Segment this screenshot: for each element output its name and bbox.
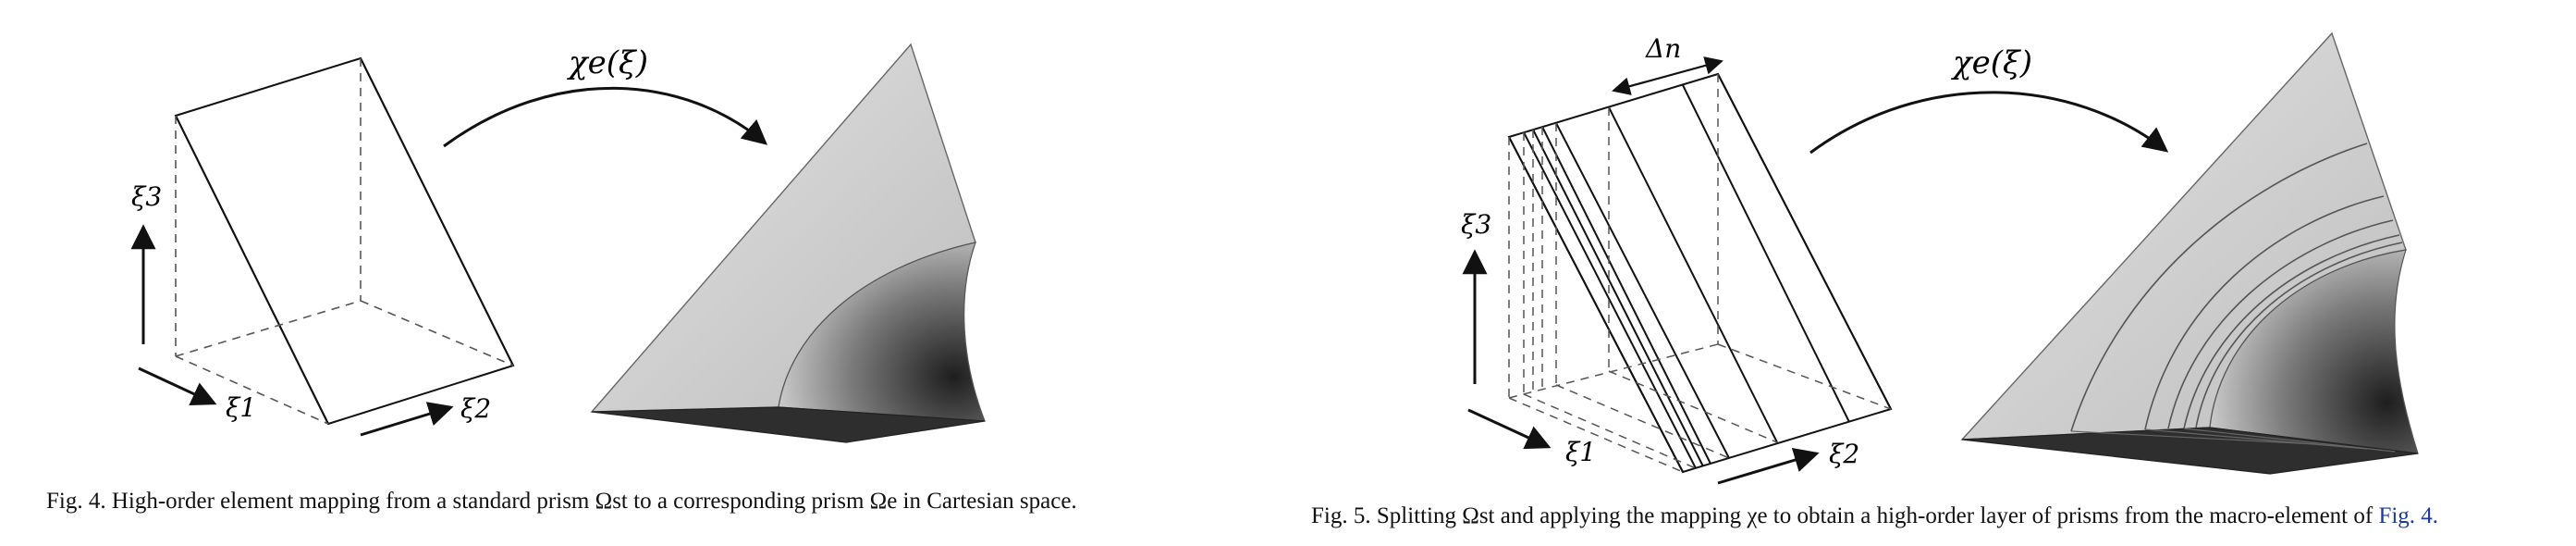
fig5-caption-prefix: Fig. 5. xyxy=(1311,503,1371,528)
fig5-delta-label: Δn xyxy=(1646,33,1682,64)
fig5-delta-arrow xyxy=(1612,56,1723,95)
fig5-mapped-prism-layers xyxy=(1960,31,2419,475)
fig4-map-label: χe(ξ) xyxy=(569,44,648,81)
fig4-xi2-arrow xyxy=(360,402,454,437)
fig5-map-label: χe(ξ) xyxy=(1953,44,2032,81)
fig4-xi1-arrow xyxy=(138,366,217,406)
fig5-axis-arrows xyxy=(1462,249,1820,485)
fig4-caption-text: High-order element mapping from a standa… xyxy=(111,489,1077,514)
fig5-mapping-arrow xyxy=(1809,91,2169,155)
fig5-xi3-label: ξ3 xyxy=(1461,209,1492,240)
fig4-mapped-prism xyxy=(590,43,986,443)
fig4-standard-prism xyxy=(174,56,515,426)
fig5-caption: Fig. 5. Splitting Ωst and applying the m… xyxy=(1311,503,2438,529)
fig5-caption-ref-link[interactable]: Fig. 4. xyxy=(2378,503,2439,528)
fig5-xi1-arrow xyxy=(1467,408,1552,450)
fig5-xi2-arrow xyxy=(1717,448,1820,485)
fig4-xi2-label: ξ2 xyxy=(460,393,492,424)
fig5-caption-text: Splitting Ωst and applying the mapping χ… xyxy=(1376,503,2374,528)
fig5-xi2-label: ξ2 xyxy=(1829,439,1860,469)
fig5-split-prism xyxy=(1507,72,1893,474)
fig4-xi1-label: ξ1 xyxy=(226,392,257,423)
fig5-xi1-label: ξ1 xyxy=(1565,437,1597,467)
fig4-axis-arrows xyxy=(130,224,454,437)
fig4-xi3-label: ξ3 xyxy=(131,181,163,212)
fig4-mapping-arrow xyxy=(443,86,768,148)
fig4-caption-prefix: Fig. 4. xyxy=(46,489,106,514)
fig4-caption: Fig. 4. High-order element mapping from … xyxy=(46,489,1077,515)
